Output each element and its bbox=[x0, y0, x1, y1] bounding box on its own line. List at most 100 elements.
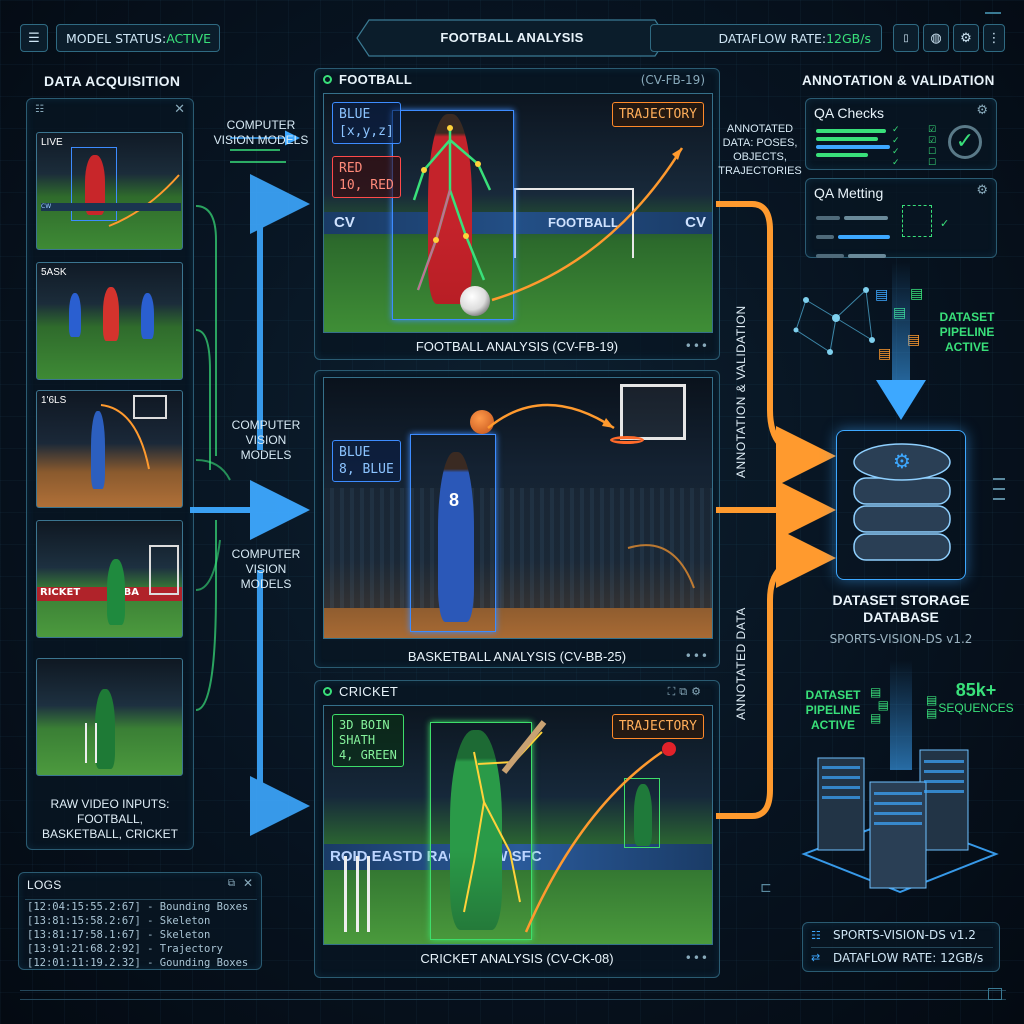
cricket-video-frame[interactable]: ROID EASTD RACKET W SFC 3D BOIN SHATH 4,… bbox=[323, 705, 713, 945]
export-icon[interactable]: ⧉ bbox=[679, 685, 692, 698]
file-icon: ▤ bbox=[875, 287, 889, 303]
banner-text: CV bbox=[685, 214, 706, 231]
trajectory-line bbox=[108, 174, 180, 227]
dataset-storage-title: DATASET STORAGE DATABASE bbox=[832, 592, 970, 625]
database-icon: ☷ bbox=[811, 929, 821, 942]
video-thumb-football-live[interactable]: LIVE CW bbox=[36, 132, 183, 250]
log-line: [12:01:11:19.2.32] - Gounding Boxes bbox=[27, 957, 249, 969]
football-ball bbox=[460, 286, 490, 316]
resize-handle[interactable] bbox=[988, 988, 1002, 1000]
video-thumb-basketball[interactable]: 1'6LS bbox=[36, 390, 183, 508]
settings-button[interactable]: ⚙ bbox=[953, 24, 979, 52]
panel-toggle-button[interactable]: ▯ bbox=[893, 24, 919, 52]
hoop-backboard bbox=[133, 395, 167, 419]
hamburger-icon: ☰ bbox=[28, 30, 40, 46]
team-blue-tag: BLUE 8, BLUE bbox=[332, 440, 401, 482]
stumps bbox=[344, 856, 370, 932]
trajectory-tag: TRAJECTORY bbox=[611, 714, 704, 739]
football-caption: FOOTBALL ANALYSIS (CV-FB-19) bbox=[415, 339, 619, 354]
thumb-label: 1'6LS bbox=[41, 395, 67, 406]
panel-icon: ▯ bbox=[903, 32, 909, 44]
status-dot-icon bbox=[323, 75, 332, 84]
database-icon[interactable]: ⚙ bbox=[850, 436, 954, 576]
file-stream-icons: ▤ ▤▤ bbox=[870, 685, 889, 725]
model-status-label: MODEL STATUS: bbox=[66, 30, 167, 46]
trajectory-line bbox=[487, 403, 615, 430]
trajectory-line bbox=[100, 404, 150, 470]
network-graph-icon bbox=[793, 287, 875, 355]
check-icon: ✓ bbox=[940, 217, 950, 230]
thumb-banner: CW bbox=[41, 203, 181, 211]
cricket-panel: CRICKET ⛶⧉⚙ ROID EASTD RACKET W SFC 3D B… bbox=[314, 680, 720, 978]
basketball-caption: BASKETBALL ANALYSIS (CV-BB-25) bbox=[407, 649, 627, 664]
player-figure bbox=[85, 155, 105, 215]
cricket-panel-toolbar: ⛶⧉⚙ bbox=[668, 685, 705, 699]
cricket-caption: CRICKET ANALYSIS (CV-CK-08) bbox=[420, 951, 614, 966]
video-thumb-football-match[interactable]: 5ASK bbox=[36, 262, 183, 380]
trajectory-line-secondary bbox=[627, 544, 695, 589]
list-icon: ☷ bbox=[35, 104, 44, 115]
more-options-icon[interactable]: ••• bbox=[684, 339, 709, 353]
gear-icon[interactable]: ⚙ bbox=[976, 103, 988, 118]
player-bounding-box bbox=[392, 110, 514, 320]
menu-button[interactable]: ☰ bbox=[20, 24, 48, 52]
basketball-ball bbox=[470, 410, 494, 434]
video-thumb-cricket-field[interactable]: RICKET BA bbox=[36, 520, 183, 638]
team-blue-tag: BLUE [x,y,z] bbox=[332, 102, 401, 144]
qa-checks-card[interactable]: QA Checks ⚙ ✓✓✓✓ ☑☑☐☐ ✓ bbox=[805, 98, 997, 170]
page-title: FOOTBALL ANALYSIS bbox=[440, 30, 584, 45]
log-line: [13:81:17:58.1:67] - Skeleton bbox=[27, 929, 211, 941]
window-icon[interactable]: ⧉ bbox=[227, 878, 235, 889]
title-plate bbox=[356, 19, 668, 57]
connector-tick bbox=[993, 488, 1005, 490]
model-status-value: ACTIVE bbox=[166, 30, 212, 46]
crowd bbox=[324, 488, 712, 608]
gear-icon[interactable]: ⚙ bbox=[976, 183, 988, 198]
file-icon: ▤ bbox=[878, 346, 892, 362]
file-stream-icons: ▤▤ bbox=[926, 693, 938, 720]
qa-meeting-card[interactable]: QA Metting ⚙ ✓ bbox=[805, 178, 997, 258]
more-options-icon[interactable]: ••• bbox=[684, 951, 709, 965]
file-icon: ▤ bbox=[910, 286, 924, 302]
banner-text: BA bbox=[123, 587, 140, 598]
logs-panel: LOGS ⧉ ✕ [12:04:15:55.2:67] - Bounding B… bbox=[18, 872, 262, 970]
team-green-tag: 3D BOIN SHATH 4, GREEN bbox=[332, 714, 404, 767]
dataflow-value: 12GB/s bbox=[826, 30, 871, 46]
more-options-icon[interactable]: ••• bbox=[684, 649, 709, 663]
player-figure bbox=[91, 411, 105, 489]
player-figure bbox=[141, 293, 154, 339]
cv-models-label-1: COMPUTER VISION MODELS bbox=[213, 118, 309, 147]
globe-icon: ◍ bbox=[930, 30, 942, 46]
basketball-video-frame[interactable]: 8 BLUE 8, BLUE bbox=[323, 377, 713, 639]
more-button[interactable]: ⋮ bbox=[983, 24, 1005, 52]
check-circle-icon: ✓ bbox=[948, 125, 982, 159]
more-vertical-icon: ⋮ bbox=[987, 30, 1001, 46]
qa-meeting-title: QA Metting bbox=[814, 185, 884, 201]
close-icon[interactable]: ✕ bbox=[174, 102, 185, 117]
logs-title: LOGS bbox=[27, 878, 62, 892]
thumb-label: LIVE bbox=[41, 137, 63, 148]
player-bounding-box bbox=[410, 434, 496, 632]
dataset-status-box: ☷ SPORTS-VISION-DS v1.2 ⇄ DATAFLOW RATE:… bbox=[802, 922, 1000, 972]
gear-icon[interactable]: ⚙ bbox=[691, 685, 705, 698]
log-line: [13:91:21:68.2:92] - Trajectory bbox=[27, 943, 223, 955]
close-icon[interactable]: ✕ bbox=[242, 876, 253, 890]
data-acquisition-title: DATA ACQUISITION bbox=[44, 73, 181, 89]
cv-models-label-3: COMPUTER VISION MODELS bbox=[231, 547, 301, 591]
expand-icon[interactable]: ⛶ bbox=[667, 685, 680, 698]
sequences-count: 85k+ bbox=[955, 680, 997, 700]
video-thumb-cricket-batsman[interactable] bbox=[36, 658, 183, 776]
player-figure bbox=[438, 452, 474, 622]
bottom-rail bbox=[20, 990, 1006, 1000]
globe-button[interactable]: ◍ bbox=[923, 24, 949, 52]
check-list-icons: ✓✓✓✓ bbox=[892, 125, 900, 168]
goal-frame bbox=[149, 545, 179, 595]
down-arrow-icon bbox=[876, 380, 926, 420]
football-code: (CV-FB-19) bbox=[640, 73, 705, 87]
banner-text: FOOTBALL bbox=[548, 215, 619, 230]
dataflow-label: DATAFLOW RATE: bbox=[718, 30, 827, 46]
svg-text:⚙: ⚙ bbox=[893, 449, 911, 473]
football-video-frame[interactable]: CV FOOTBALL CV BLUE [x,y,z] RED 10, RED … bbox=[323, 93, 713, 333]
annotation-validation-title: ANNOTATION & VALIDATION bbox=[802, 73, 995, 88]
output-flow-arrows bbox=[716, 201, 836, 819]
